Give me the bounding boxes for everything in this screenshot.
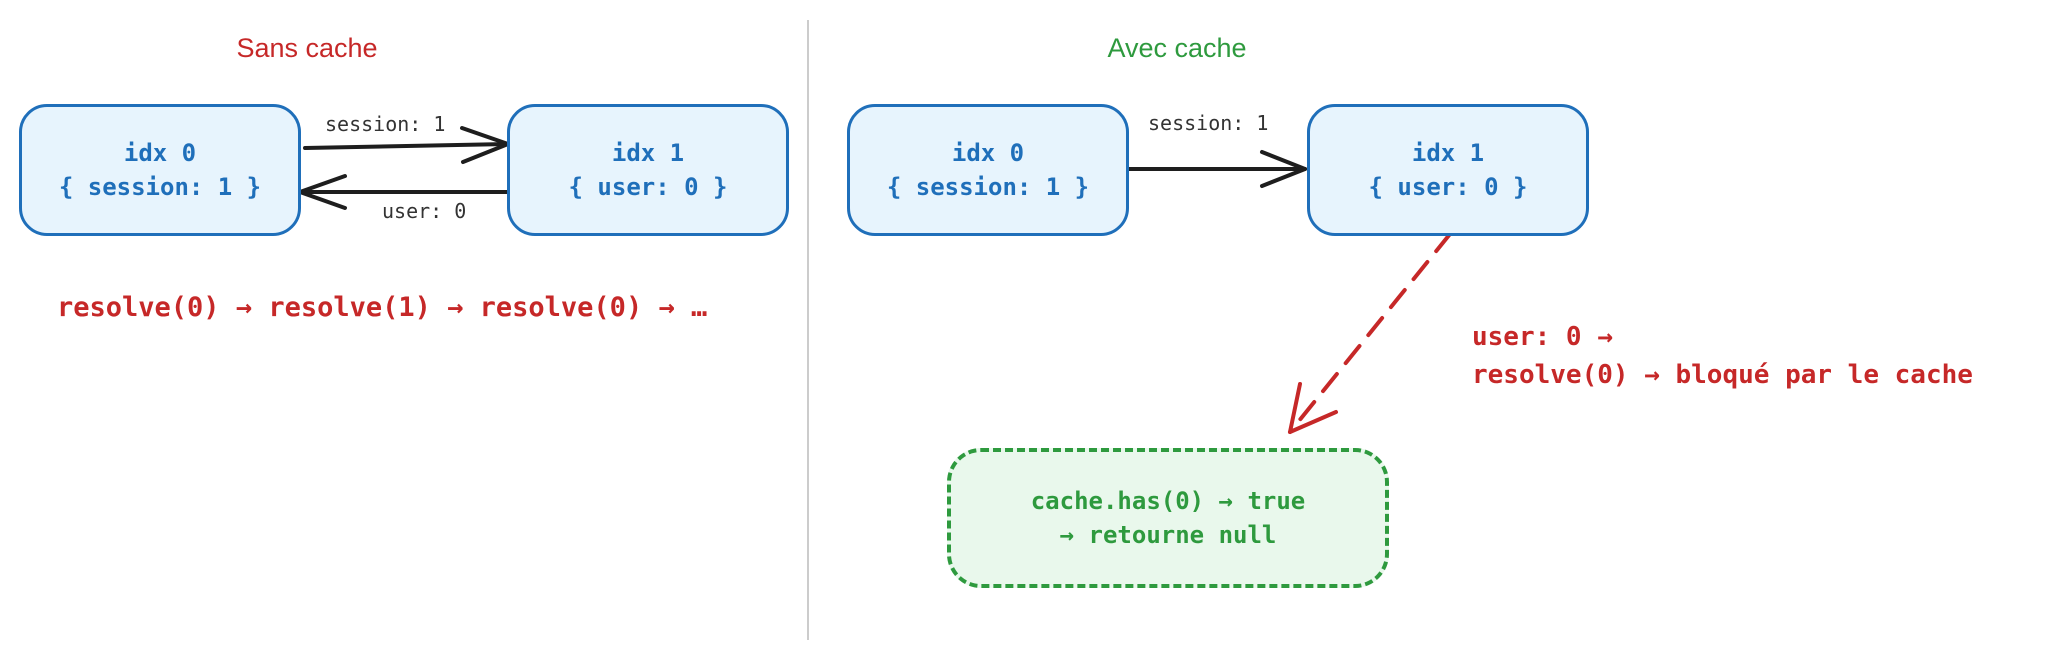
cache-block-note: user: 0 → resolve(0) → bloqué par le cac… bbox=[1472, 318, 1973, 394]
right-panel-title: Avec cache bbox=[1107, 33, 1247, 63]
right-edge-forward-label: session: 1 bbox=[1148, 111, 1269, 135]
cache-block-note-line2: resolve(0) → bloqué par le cache bbox=[1472, 360, 1973, 390]
right-node-idx1-line1: idx 1 bbox=[1411, 139, 1485, 167]
cache-node-line2: → retourne null bbox=[1059, 521, 1277, 549]
left-edge-back-label: user: 0 bbox=[382, 199, 467, 223]
cache-node-line1: cache.has(0) → true bbox=[1030, 487, 1306, 515]
left-node-idx0: idx 0 { session: 1 } bbox=[19, 104, 301, 236]
left-node-idx0-line2: { session: 1 } bbox=[58, 173, 262, 201]
right-node-idx0-line1: idx 0 bbox=[951, 139, 1025, 167]
left-panel-title: Sans cache bbox=[236, 33, 378, 63]
right-node-idx1: idx 1 { user: 0 } bbox=[1307, 104, 1589, 236]
left-edge-forward-label: session: 1 bbox=[325, 112, 446, 136]
left-node-idx1: idx 1 { user: 0 } bbox=[507, 104, 789, 236]
left-node-idx1-line1: idx 1 bbox=[611, 139, 685, 167]
cache-node: cache.has(0) → true → retourne null bbox=[947, 448, 1389, 588]
left-node-idx1-line2: { user: 0 } bbox=[568, 173, 728, 201]
left-node-idx0-line1: idx 0 bbox=[123, 139, 197, 167]
resolve-sequence: resolve(0) → resolve(1) → resolve(0) → … bbox=[57, 292, 708, 323]
right-node-idx0-line2: { session: 1 } bbox=[886, 173, 1090, 201]
right-edge-forward bbox=[1127, 150, 1307, 188]
cache-check-edge bbox=[1288, 232, 1452, 434]
right-node-idx0: idx 0 { session: 1 } bbox=[847, 104, 1129, 236]
right-node-idx1-line2: { user: 0 } bbox=[1368, 173, 1528, 201]
cache-block-note-line1: user: 0 → bbox=[1472, 322, 1613, 352]
